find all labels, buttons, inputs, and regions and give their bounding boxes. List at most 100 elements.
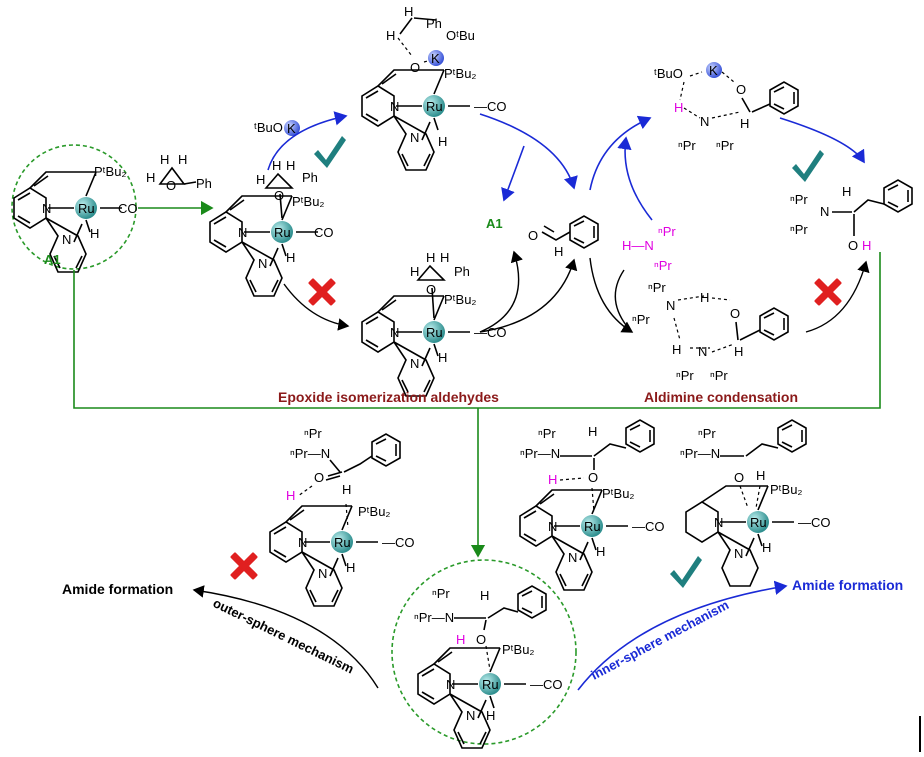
arrow-to-aldehyde-black [479,258,578,333]
svg-text:ⁿPr—N: ⁿPr—N [680,446,720,461]
svg-text:N: N [666,298,675,313]
svg-text:K: K [709,63,718,78]
svg-text:N: N [466,708,475,723]
svg-text:N: N [318,566,327,581]
arrow-to-a1-black [479,250,523,333]
phenylacetaldehyde: O H [528,215,599,259]
svg-text:O: O [848,238,858,253]
svg-text:Ph: Ph [302,170,318,185]
svg-text:H: H [286,250,295,265]
check-icon [670,556,702,588]
svg-text:H—N: H—N [622,238,654,253]
arrow-to-hemiaminal [779,117,865,164]
svg-text:—CO: —CO [382,535,415,550]
svg-text:H: H [438,350,447,365]
svg-text:Ru: Ru [426,99,443,114]
svg-text:ⁿPr: ⁿPr [790,222,808,237]
svg-text:ⁿPr: ⁿPr [676,368,694,383]
complex-epoxide-bound: Ru N N H PᵗBu₂ CO O H H H Ph [209,158,334,297]
svg-text:ⁿPr—N: ⁿPr—N [414,610,454,625]
central-hemiaminal-complex: ⁿPr ⁿPr—N H O H Ru N N H PᵗBu₂ —CO [391,559,577,749]
h-label: H [90,226,99,241]
svg-text:O: O [528,228,538,243]
a1-product-label: A1 [486,216,503,231]
check-icon [792,150,824,182]
outer-sphere-label: outer-sphere mechanism [211,595,357,676]
svg-text:N: N [410,130,419,145]
svg-text:H: H [674,100,683,115]
svg-text:H: H [842,184,851,199]
svg-text:—CO: —CO [798,515,831,530]
svg-text:Ru: Ru [274,225,291,240]
svg-text:Ru: Ru [334,535,351,550]
svg-text:N: N [410,356,419,371]
intermediate-amine-assisted: ⁿPr ⁿPr N H O H H N ⁿPr ⁿPr [632,280,789,383]
arrow-amine-lower [614,269,631,331]
svg-text:H: H [426,250,435,265]
n-label: N [62,232,71,247]
svg-text:PᵗBu₂: PᵗBu₂ [444,66,476,81]
svg-text:O: O [734,470,744,485]
svg-text:H: H [346,560,355,575]
amide-formation-right: Amide formation [792,577,903,593]
svg-text:N: N [734,546,743,561]
svg-text:H: H [672,342,681,357]
svg-text:ⁿPr: ⁿPr [654,258,672,273]
svg-text:K: K [287,121,296,136]
svg-text:H: H [456,632,465,647]
hemiaminal: ⁿPr ⁿPr N H O H [790,179,913,253]
n-label: N [42,201,51,216]
arrow-amine-upper [617,136,653,221]
svg-text:O: O [730,306,740,321]
svg-text:ⁿPr: ⁿPr [432,586,450,601]
svg-text:Ph: Ph [454,264,470,279]
svg-text:ⁿPr—N: ⁿPr—N [290,446,330,461]
dashed-circle [11,144,137,270]
svg-text:PᵗBu₂: PᵗBu₂ [502,642,534,657]
a1-start-label: A1 [44,252,61,267]
complex-epoxide-bound-lower: Ru N N H PᵗBu₂ —CO O H H H Ph [361,250,507,397]
svg-text:O: O [588,470,598,485]
svg-text:H: H [386,28,395,43]
intermediate-k-assisted: ᵗBuO K H N ⁿPr ⁿPr O H [654,62,799,153]
svg-text:ⁿPr: ⁿPr [538,426,556,441]
cross-icon [308,278,336,306]
co-label: CO [118,201,138,216]
svg-text:Ru: Ru [750,515,767,530]
outer-sphere-ts: ⁿPr ⁿPr—N O H H Ru N N H PᵗBu₂ —CO [269,426,415,607]
svg-text:—CO: —CO [632,519,665,534]
svg-text:N: N [548,519,557,534]
svg-text:N: N [820,204,829,219]
svg-text:ⁿPr: ⁿPr [790,192,808,207]
arrow-inner-sphere [577,580,788,691]
svg-text:H: H [146,170,155,185]
svg-text:—CO: —CO [530,677,563,692]
svg-text:O: O [426,282,436,297]
svg-text:N: N [698,344,707,359]
svg-text:N: N [446,677,455,692]
svg-text:ⁿPr: ⁿPr [716,138,734,153]
inner-sphere-label: inner-sphere mechanism [588,597,731,682]
svg-text:H: H [256,172,265,187]
svg-text:ⁿPr: ⁿPr [658,224,676,239]
svg-text:ⁿPr: ⁿPr [632,312,650,327]
green-bracket [73,252,881,409]
ru-label: Ru [78,201,95,216]
check-icon [314,136,346,168]
arrow-outer-sphere [192,585,379,689]
svg-text:Ru: Ru [584,519,601,534]
svg-text:H: H [700,290,709,305]
svg-text:H: H [480,588,489,603]
complex-a1-start: Ru N N H PᵗBu₂ CO A1 [11,144,138,273]
svg-text:ᵗBuO: ᵗBuO [254,120,283,135]
svg-text:Ph: Ph [426,16,442,31]
svg-text:ⁿPr: ⁿPr [678,138,696,153]
svg-text:Ru: Ru [482,677,499,692]
svg-text:H: H [588,424,597,439]
svg-text:PᵗBu₂: PᵗBu₂ [770,482,802,497]
dipropylamine: H—N ⁿPr ⁿPr [622,224,676,273]
cross-icon [230,552,258,580]
svg-text:H: H [548,472,557,487]
svg-text:H: H [862,238,871,253]
